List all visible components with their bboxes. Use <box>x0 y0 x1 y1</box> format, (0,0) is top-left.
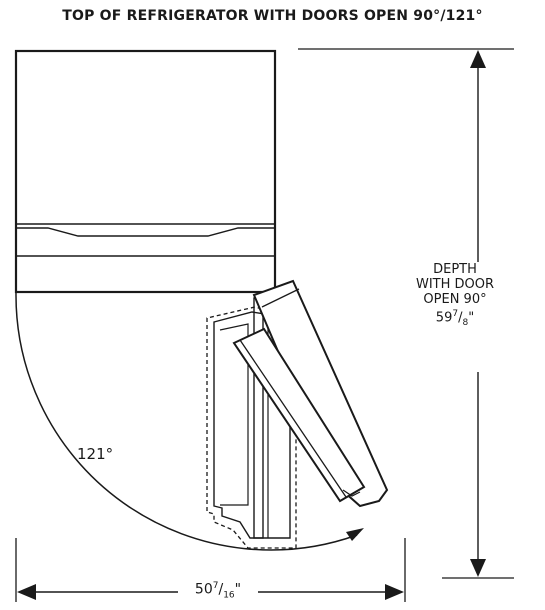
depth-dimension <box>298 48 514 579</box>
width-value-unit: " <box>234 581 242 598</box>
depth-label-line-2: WITH DOOR <box>415 277 495 292</box>
door-open-121 <box>232 279 389 508</box>
width-value-numerator: 7 <box>212 581 219 591</box>
depth-value-numerator: 7 <box>452 309 459 319</box>
width-value-whole: 50 <box>194 581 213 598</box>
width-value: 507/16" <box>178 581 258 601</box>
width-value-denominator: 16 <box>223 590 235 601</box>
depth-value-whole: 59 <box>435 310 453 326</box>
depth-value: 597/8" <box>435 309 475 328</box>
swing-arc-121 <box>15 291 358 551</box>
depth-value-unit: " <box>468 310 475 326</box>
depth-label-line-1: DEPTH <box>433 262 477 277</box>
diagram-title: TOP OF REFRIGERATOR WITH DOORS OPEN 90°/… <box>62 8 483 24</box>
depth-label-line-3: OPEN 90° <box>423 292 487 307</box>
refrigerator-body <box>14 49 277 294</box>
swing-angle-label: 121° <box>77 445 114 463</box>
depth-value-denominator: 8 <box>462 317 469 328</box>
swing-arc-arrowhead <box>346 528 364 541</box>
width-dimension <box>15 538 406 602</box>
depth-label: DEPTH WITH DOOR OPEN 90° 597/8" <box>410 262 500 331</box>
